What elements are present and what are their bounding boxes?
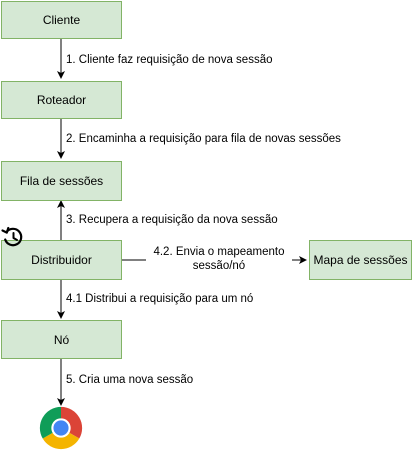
node-no: Nó	[1, 320, 122, 359]
edge-label-step-1: 1. Cliente faz requisição de nova sessão	[66, 53, 273, 67]
node-fila-de-sessoes: Fila de sessões	[1, 161, 122, 201]
edge-label-step-3: 3. Recupera a requisição da nova sessão	[66, 213, 278, 227]
chrome-browser-icon	[39, 406, 83, 450]
node-roteador: Roteador	[1, 81, 122, 119]
edge-label-step-4-1: 4.1 Distribui a requisição para um nó	[66, 292, 254, 306]
edge-label-step-5: 5. Cria uma nova sessão	[66, 373, 194, 387]
node-mapa-de-sessoes: Mapa de sessões	[309, 240, 412, 280]
edge-label-step-4-2: 4.2. Envia o mapeamento sessão/nó	[146, 245, 292, 273]
node-cliente: Cliente	[1, 1, 122, 39]
edge-label-step-2: 2. Encaminha a requisição para fila de n…	[66, 132, 341, 146]
history-clock-icon	[1, 226, 23, 247]
node-distribuidor: Distribuidor	[1, 240, 122, 280]
